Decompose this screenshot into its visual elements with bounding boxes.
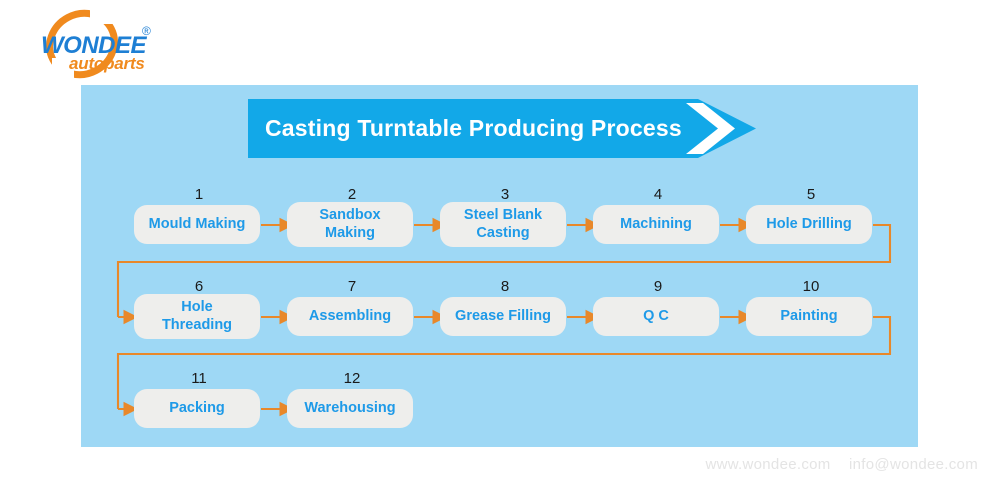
flow-node-sandbox-making[interactable]: Sandbox Making — [287, 202, 413, 247]
flow-node-painting[interactable]: Painting — [746, 297, 872, 336]
node-label: Machining — [620, 215, 692, 232]
node-label: Sandbox Making — [319, 207, 381, 241]
banner-arrow-shape — [248, 99, 756, 158]
node-number: 8 — [500, 278, 510, 295]
footer-email[interactable]: info@wondee.com — [849, 456, 978, 473]
page-title: Casting Turntable Producing Process — [265, 115, 682, 141]
flow-node-steel-blank-casting[interactable]: Steel Blank Casting — [440, 202, 566, 247]
flow-node-hole-drilling[interactable]: Hole Drilling — [746, 205, 872, 244]
node-number: 12 — [343, 370, 361, 387]
footer: www.wondee.com info@wondee.com — [0, 456, 1000, 473]
flow-node-qc[interactable]: Q C — [593, 297, 719, 336]
flow-node-machining[interactable]: Machining — [593, 205, 719, 244]
brand-logo: WONDEE ® autoparts — [24, 8, 234, 80]
node-label: Mould Making — [148, 215, 246, 232]
node-number: 10 — [802, 278, 820, 295]
flow-node-assembling[interactable]: Assembling — [287, 297, 413, 336]
node-label: Painting — [780, 307, 838, 324]
diagram-panel: Casting Turntable Producing Process — [81, 85, 918, 447]
flow-node-hole-threading[interactable]: Hole Threading — [134, 294, 260, 339]
flow-node-packing[interactable]: Packing — [134, 389, 260, 428]
node-number: 11 — [191, 370, 207, 387]
node-label: Grease Filling — [455, 307, 551, 324]
node-label: Q C — [643, 307, 669, 324]
node-number: 1 — [194, 186, 204, 203]
node-number: 9 — [653, 278, 663, 295]
node-label: Hole Drilling — [766, 215, 852, 232]
logo-swoosh-icon — [46, 8, 118, 80]
node-label: Steel Blank Casting — [463, 207, 543, 241]
registered-mark-icon: ® — [142, 24, 151, 38]
brand-tagline: autoparts — [69, 54, 145, 73]
flow-node-grease-filling[interactable]: Grease Filling — [440, 297, 566, 336]
node-label: Warehousing — [304, 399, 396, 416]
node-number: 2 — [347, 186, 357, 203]
node-number: 7 — [347, 278, 357, 295]
title-banner: Casting Turntable Producing Process — [248, 99, 756, 158]
node-number: 5 — [806, 186, 816, 203]
flow-node-warehousing[interactable]: Warehousing — [287, 389, 413, 428]
node-label: Assembling — [308, 307, 392, 324]
node-label: Hole Threading — [161, 299, 233, 333]
banner-chevron-icon — [686, 103, 735, 154]
node-number: 3 — [500, 186, 510, 203]
node-number: 4 — [653, 186, 663, 203]
flow-node-mould-making[interactable]: Mould Making — [134, 205, 260, 244]
process-flow: 1 Mould Making 2 Sandbox Making 3 Steel … — [81, 85, 918, 447]
node-number: 6 — [194, 278, 204, 295]
brand-name: WONDEE — [41, 32, 147, 59]
footer-website[interactable]: www.wondee.com — [705, 456, 831, 473]
node-label: Packing — [169, 399, 225, 416]
